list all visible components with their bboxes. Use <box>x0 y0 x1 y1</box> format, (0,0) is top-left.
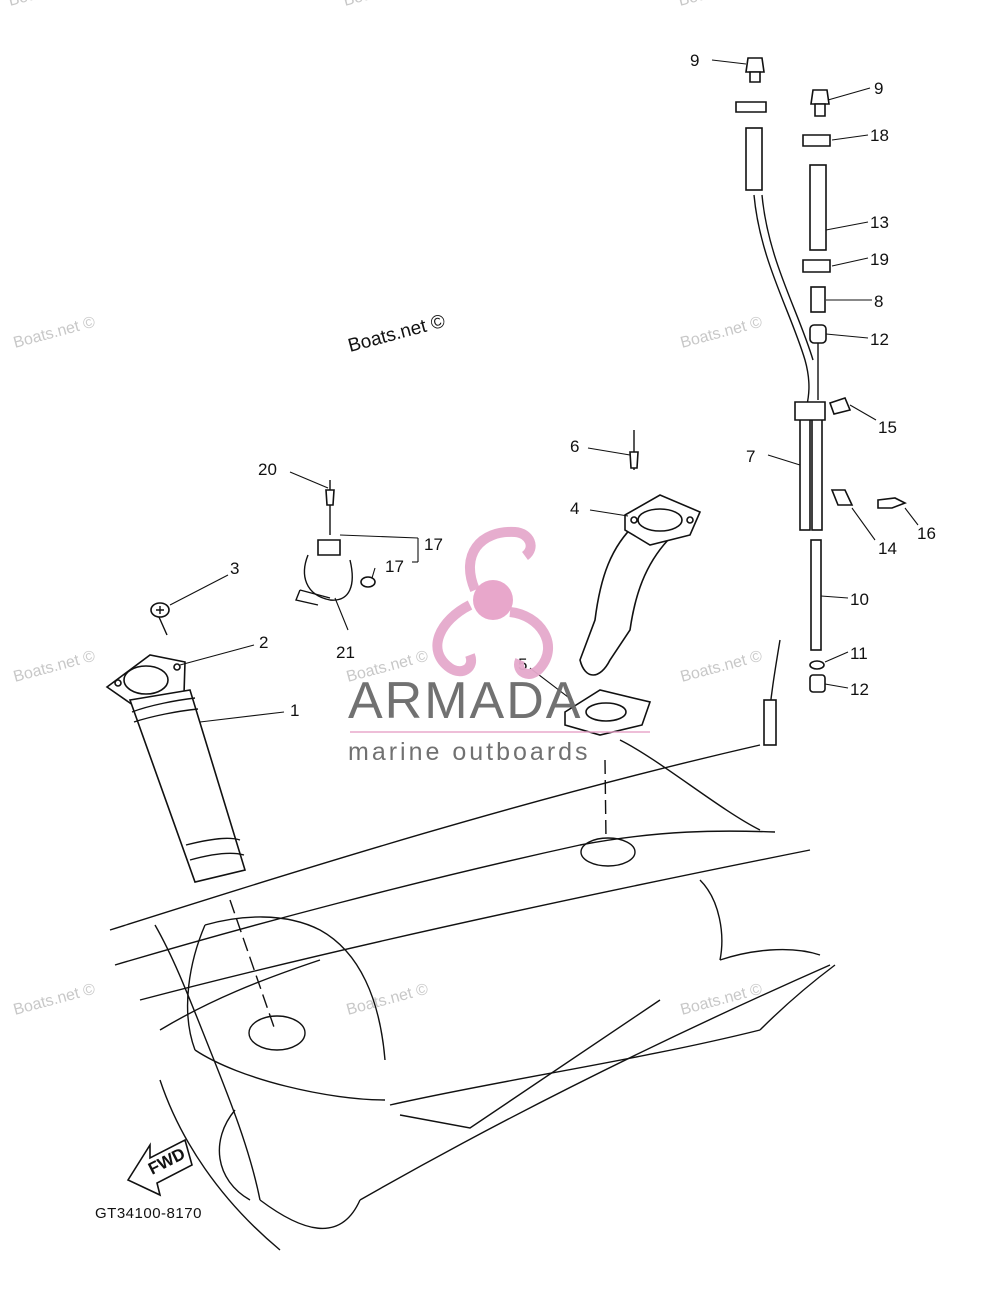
brand-logo: ARMADA marine outboards <box>348 526 650 766</box>
watermark: Boats.net © <box>342 0 428 10</box>
callout-10: 10 <box>850 590 869 609</box>
callout-20: 20 <box>258 460 277 479</box>
callout-9: 9 <box>874 79 883 98</box>
callout-12: 12 <box>850 680 869 699</box>
watermark: Boats.net © <box>7 0 93 10</box>
watermark: Boats.net © <box>677 0 763 10</box>
vent-hose-assembly <box>735 57 907 746</box>
gasket-part <box>564 689 652 736</box>
brand-name: ARMADA <box>348 672 582 730</box>
callout-2: 2 <box>259 633 268 652</box>
clamp-bracket-part <box>295 480 376 606</box>
leader-lines <box>169 59 919 723</box>
callout-6: 6 <box>570 437 579 456</box>
callout-18: 17 <box>424 535 443 554</box>
callout-15: 15 <box>878 418 897 437</box>
callout-1: 1 <box>290 701 299 720</box>
watermark: Boats.net © <box>12 648 98 686</box>
watermark: Boats.net © <box>679 648 765 686</box>
callout-14: 14 <box>878 539 897 558</box>
drawing-code: GT34100-8170 <box>95 1205 202 1222</box>
watermark: Boats.net © <box>345 981 431 1019</box>
callout-16: 16 <box>917 524 936 543</box>
filler-tube-part <box>105 654 247 883</box>
callout-labels: 9 9 18 13 19 8 12 15 7 14 16 10 11 12 6 … <box>230 51 936 720</box>
screw-part <box>150 602 170 636</box>
callout-11: 11 <box>850 644 868 663</box>
watermark-main: Boats.net © <box>346 311 448 357</box>
elbow-hose-part <box>579 494 702 676</box>
propeller-icon <box>432 526 553 679</box>
callout-7: 7 <box>746 447 755 466</box>
hull-outline <box>109 739 836 1251</box>
callout-12: 12 <box>870 330 889 349</box>
brand-tagline: marine outboards <box>348 738 591 766</box>
callout-21: 21 <box>336 643 355 662</box>
callout-13: 13 <box>870 213 889 232</box>
watermark: Boats.net © <box>12 981 98 1019</box>
callout-3: 3 <box>230 559 239 578</box>
callout-4: 4 <box>570 499 579 518</box>
callout-8: 8 <box>874 292 883 311</box>
callout-19: 17 <box>385 557 404 576</box>
callout-17: 18 <box>870 126 889 145</box>
callout-9: 9 <box>690 51 699 70</box>
rivet-part <box>629 430 639 470</box>
callout-17: 19 <box>870 250 889 269</box>
forward-direction-arrow: FWD <box>126 1138 193 1197</box>
watermark: Boats.net © <box>12 314 98 352</box>
watermark: Boats.net © <box>679 314 765 352</box>
